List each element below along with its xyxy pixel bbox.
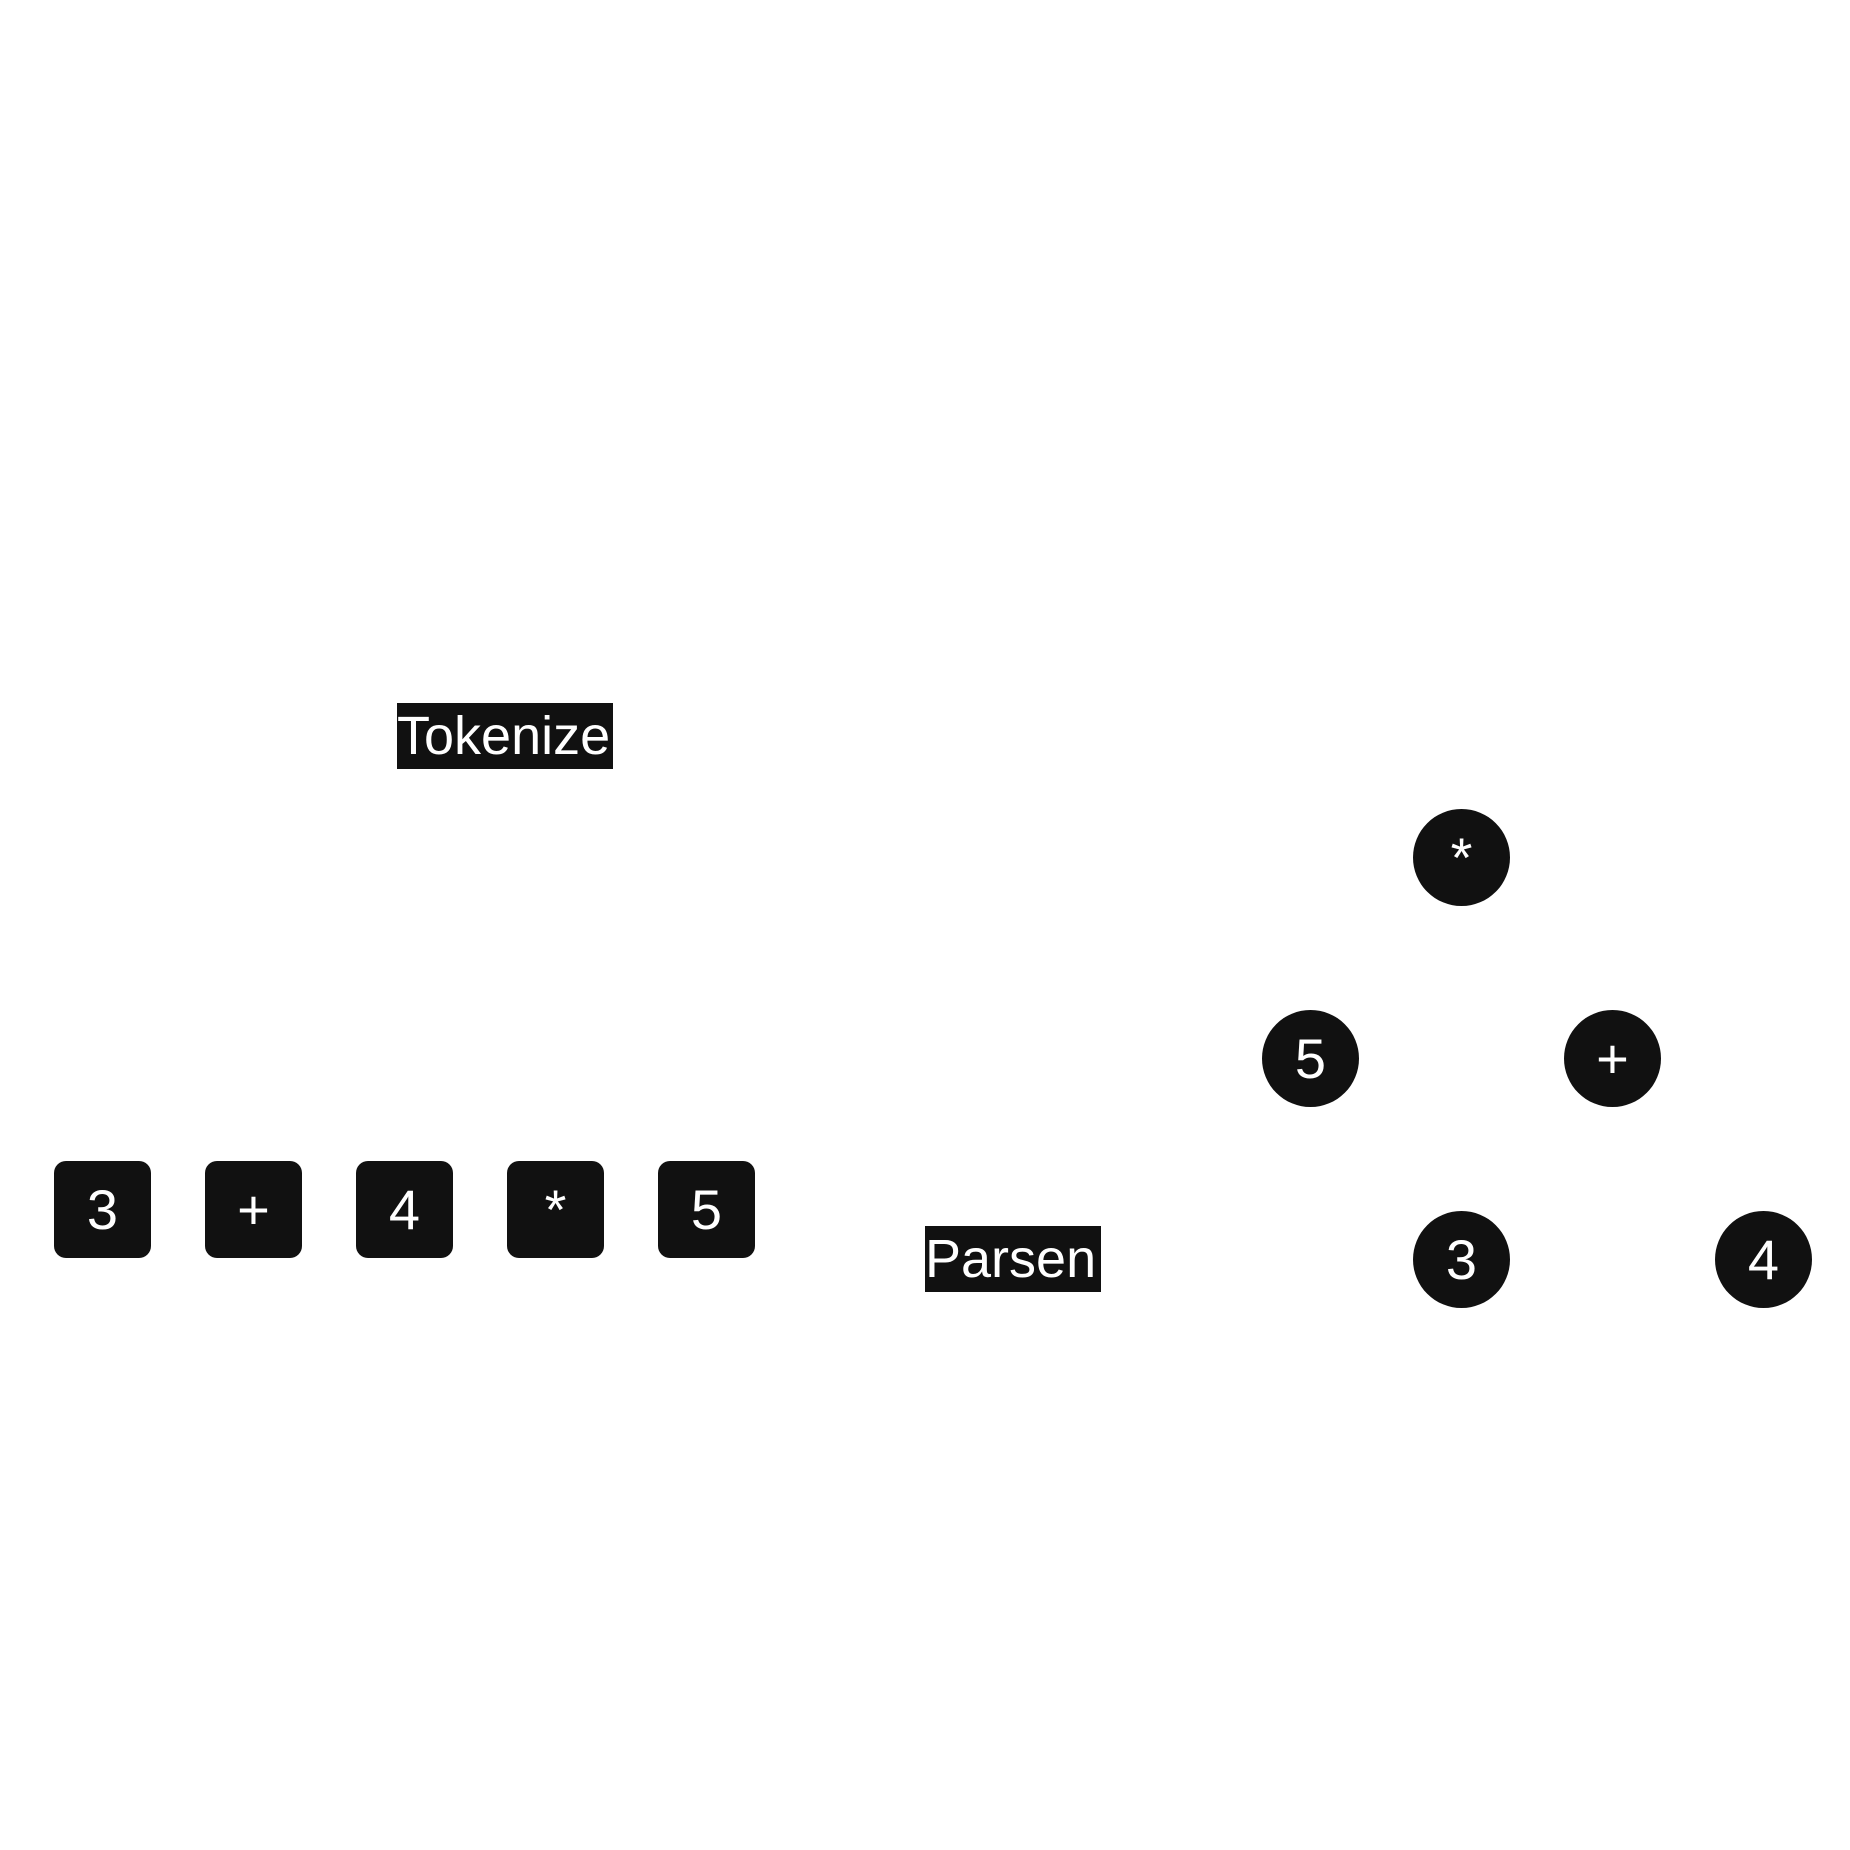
parse-label: Parsen: [925, 1226, 1101, 1292]
token-box: *: [507, 1161, 604, 1258]
tokenize-label: Tokenize: [397, 703, 613, 769]
tree-node-left: 5: [1262, 1010, 1359, 1107]
token-box: 4: [356, 1161, 453, 1258]
token-box: +: [205, 1161, 302, 1258]
tree-node-right-right: 4: [1715, 1211, 1812, 1308]
token-box: 3: [54, 1161, 151, 1258]
tree-node-right: +: [1564, 1010, 1661, 1107]
token-box: 5: [658, 1161, 755, 1258]
tree-node-root: *: [1413, 809, 1510, 906]
tree-node-right-left: 3: [1413, 1211, 1510, 1308]
